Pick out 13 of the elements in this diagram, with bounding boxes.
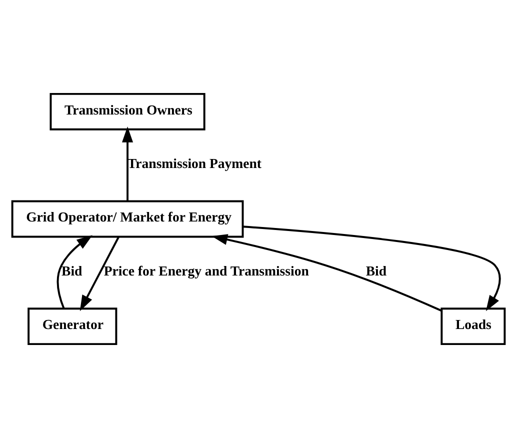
edge-label: Price for Energy and Transmission [104, 262, 309, 278]
node-box: Transmission Owners [50, 92, 206, 130]
arrow [122, 126, 134, 201]
node-box: Loads [440, 307, 506, 345]
arrow [212, 234, 442, 312]
node-box: Generator [28, 307, 118, 345]
node-box: Grid Operator/ Market for Energy [11, 200, 244, 238]
arrow [80, 236, 120, 311]
edge-label: Bid [62, 262, 82, 278]
arrow [56, 234, 92, 308]
edge-label: Transmission Payment [128, 155, 262, 170]
edge-label: Bid [366, 262, 387, 278]
arrow [242, 225, 501, 311]
